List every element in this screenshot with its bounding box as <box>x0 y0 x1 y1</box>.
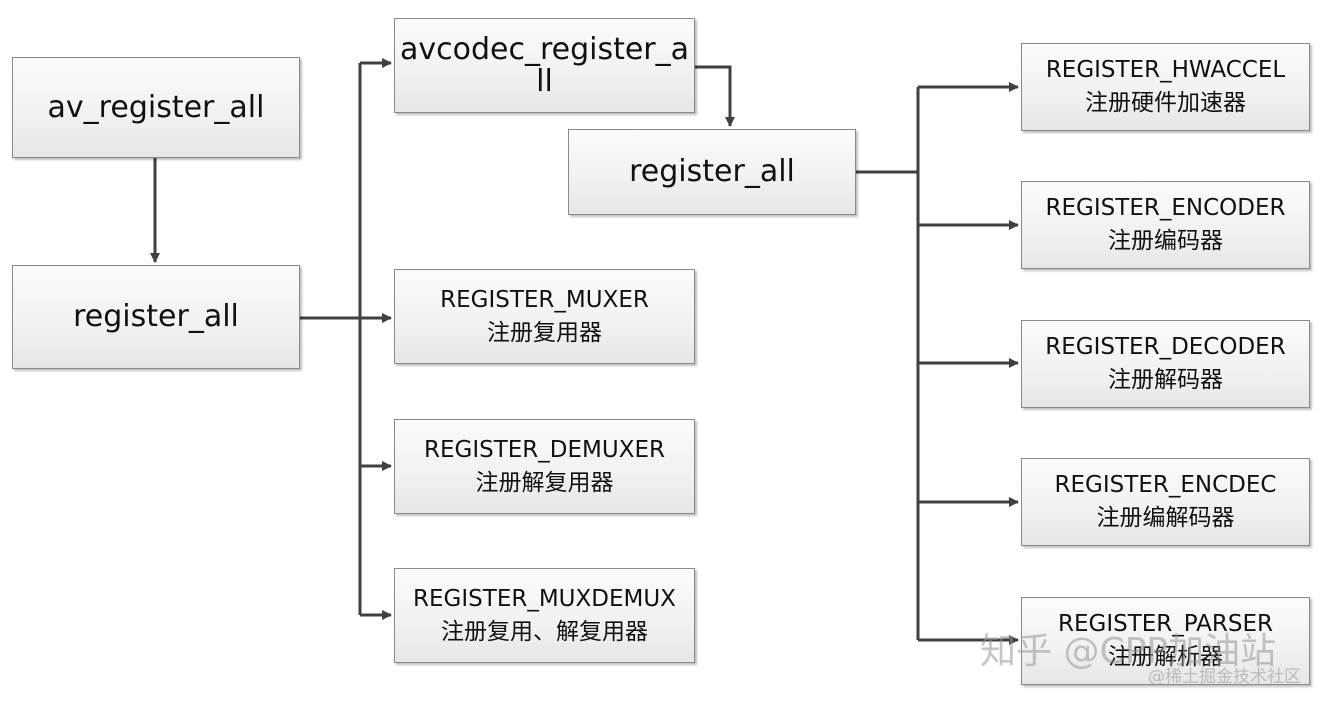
node-title: REGISTER_DEMUXER <box>424 436 665 463</box>
node-desc: 注册编码器 <box>1108 228 1223 254</box>
node-label: register_all <box>73 299 239 334</box>
watermark-juejin: @稀土掘金技术社区 <box>1148 667 1301 687</box>
node-register-encoder: REGISTER_ENCODER 注册编码器 <box>1021 181 1310 269</box>
node-register-all-right: register_all <box>568 129 856 215</box>
node-title: REGISTER_PARSER <box>1057 611 1273 637</box>
watermark-zhihu: 知乎 @CPP加油站 <box>980 631 1276 672</box>
node-title: REGISTER_HWACCEL <box>1045 57 1286 83</box>
node-title: REGISTER_ENCODER <box>1045 195 1286 221</box>
node-desc: 注册解析器 <box>1108 644 1223 670</box>
node-register-muxer: REGISTER_MUXER 注册复用器 <box>394 269 695 364</box>
node-register-encdec: REGISTER_ENCDEC 注册编解码器 <box>1021 458 1310 546</box>
node-av-register-all: av_register_all <box>12 57 300 158</box>
node-desc: 注册编解码器 <box>1096 505 1235 531</box>
node-label: av_register_all <box>47 89 265 125</box>
node-register-all-left: register_all <box>12 265 300 369</box>
node-register-decoder: REGISTER_DECODER 注册解码器 <box>1021 320 1310 408</box>
node-desc: 注册解复用器 <box>475 469 614 496</box>
node-title: REGISTER_MUXER <box>440 286 649 313</box>
node-label-line2: ll <box>536 63 553 99</box>
node-desc: 注册复用、解复用器 <box>441 618 648 645</box>
node-label-line1: avcodec_register_a <box>399 31 690 67</box>
node-label: register_all <box>629 154 795 189</box>
arrow-avcodec-to-register-all <box>695 65 735 127</box>
node-register-hwaccel: REGISTER_HWACCEL 注册硬件加速器 <box>1021 43 1310 131</box>
node-desc: 注册复用器 <box>487 319 602 346</box>
node-register-muxdemux: REGISTER_MUXDEMUX 注册复用、解复用器 <box>394 568 695 663</box>
node-title: REGISTER_ENCDEC <box>1054 472 1277 498</box>
node-title: REGISTER_DECODER <box>1045 334 1286 360</box>
node-desc: 注册硬件加速器 <box>1085 90 1246 116</box>
node-desc: 注册解码器 <box>1108 367 1223 393</box>
node-title: REGISTER_MUXDEMUX <box>413 585 676 612</box>
node-avcodec-register-all: avcodec_register_a ll <box>394 18 695 113</box>
node-register-parser: REGISTER_PARSER 注册解析器 <box>1021 597 1310 685</box>
node-register-demuxer: REGISTER_DEMUXER 注册解复用器 <box>394 419 695 514</box>
